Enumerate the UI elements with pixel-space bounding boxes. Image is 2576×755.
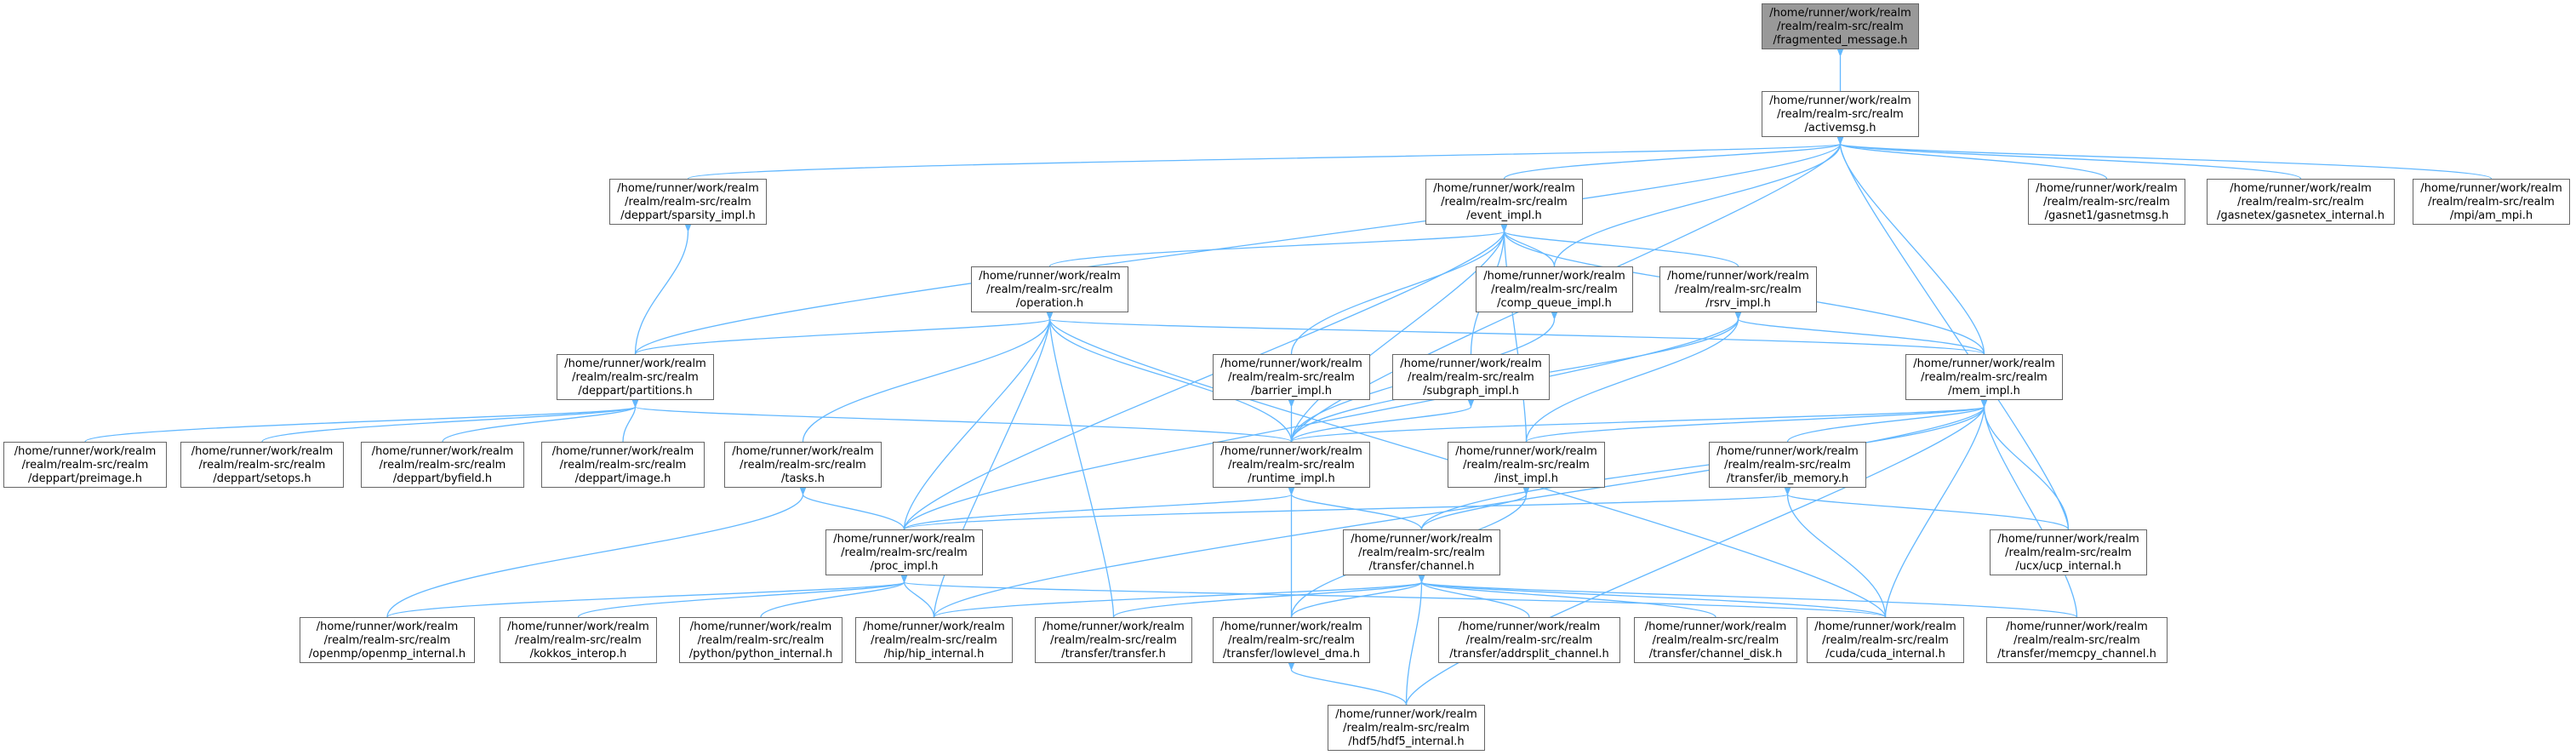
- edge-proc-impl-to-tasks: [799, 486, 905, 530]
- node-preimage[interactable]: /home/runner/work/realm /realm/realm-src…: [3, 442, 167, 488]
- node-barrier-impl[interactable]: /home/runner/work/realm /realm/realm-src…: [1213, 354, 1370, 400]
- node-comp-queue-impl[interactable]: /home/runner/work/realm /realm/realm-src…: [1476, 266, 1633, 312]
- edge-runtime-impl-to-operation: [1046, 311, 1293, 443]
- edge-hip-internal-to-mem-impl: [933, 398, 1988, 618]
- edge-runtime-impl-to-partitions: [631, 398, 1293, 443]
- edge-cuda-internal-to-proc-impl: [900, 574, 1887, 618]
- node-openmp-internal[interactable]: /home/runner/work/realm /realm/realm-src…: [300, 617, 475, 663]
- node-sparsity-impl[interactable]: /home/runner/work/realm /realm/realm-src…: [609, 179, 767, 225]
- node-hip-internal[interactable]: /home/runner/work/realm /realm/realm-src…: [855, 617, 1013, 663]
- edge-comp-queue-impl-to-event-impl: [1500, 223, 1556, 267]
- edge-transfer-to-channel: [1112, 574, 1425, 618]
- edge-mem-impl-to-activemsg: [1836, 135, 1985, 355]
- edge-channel-to-mem-impl: [1420, 398, 1988, 530]
- edge-partitions-to-sparsity-impl: [634, 223, 692, 355]
- node-proc-impl[interactable]: /home/runner/work/realm /realm/realm-src…: [825, 529, 983, 575]
- edge-lowlevel-dma-to-channel: [1290, 574, 1425, 618]
- node-lowlevel-dma[interactable]: /home/runner/work/realm /realm/realm-src…: [1213, 617, 1370, 663]
- node-python-internal[interactable]: /home/runner/work/realm /realm/realm-src…: [679, 617, 842, 663]
- node-channel-disk[interactable]: /home/runner/work/realm /realm/realm-src…: [1634, 617, 1797, 663]
- edge-hdf5-internal-to-mem-impl: [1405, 398, 1988, 706]
- edge-hdf5-internal-to-channel: [1405, 574, 1425, 706]
- node-activemsg[interactable]: /home/runner/work/realm /realm/realm-src…: [1762, 91, 1919, 137]
- edge-openmp-internal-to-proc-impl: [386, 574, 909, 618]
- edge-transfer-to-operation: [1046, 311, 1115, 618]
- edge-runtime-impl-to-mem-impl: [1290, 398, 1989, 443]
- node-partitions[interactable]: /home/runner/work/realm /realm/realm-src…: [557, 354, 714, 400]
- node-tasks[interactable]: /home/runner/work/realm /realm/realm-src…: [724, 442, 882, 488]
- edge-memcpy-channel-to-mem-impl: [1980, 398, 2078, 618]
- node-operation[interactable]: /home/runner/work/realm /realm/realm-src…: [971, 266, 1128, 312]
- edge-hip-internal-to-operation: [933, 311, 1054, 618]
- node-channel[interactable]: /home/runner/work/realm /realm/realm-src…: [1343, 529, 1500, 575]
- edge-rsrv-impl-to-event-impl: [1500, 223, 1739, 267]
- edge-proc-impl-to-runtime-impl: [903, 486, 1296, 530]
- edge-hip-internal-to-proc-impl: [900, 574, 935, 618]
- edge-mem-impl-to-operation: [1045, 311, 1985, 355]
- edge-channel-to-runtime-impl: [1288, 486, 1423, 530]
- edge-kokkos-interop-to-proc-impl: [577, 574, 908, 618]
- edge-channel-to-inst-impl: [1420, 486, 1530, 530]
- node-cuda-internal[interactable]: /home/runner/work/realm /realm/realm-src…: [1807, 617, 1964, 663]
- edge-inst-impl-to-rsrv-impl: [1525, 311, 1742, 443]
- node-setops[interactable]: /home/runner/work/realm /realm/realm-src…: [180, 442, 344, 488]
- edge-preimage-to-partitions: [84, 398, 640, 443]
- edge-image-to-partitions: [622, 398, 639, 443]
- node-addrsplit-channel[interactable]: /home/runner/work/realm /realm/realm-src…: [1438, 617, 1620, 663]
- edge-runtime-impl-to-subgraph-impl: [1290, 398, 1475, 443]
- node-kokkos-interop[interactable]: /home/runner/work/realm /realm/realm-src…: [500, 617, 657, 663]
- edge-gasnetex-internal-to-activemsg: [1836, 135, 2302, 180]
- edge-operation-to-event-impl: [1048, 223, 1509, 267]
- edge-memcpy-channel-to-channel: [1417, 574, 2078, 618]
- edge-channel-disk-to-channel: [1418, 574, 1716, 618]
- edge-sparsity-impl-to-activemsg: [687, 135, 1845, 180]
- edge-ib-memory-to-mem-impl: [1786, 398, 1988, 443]
- edge-ucp-internal-to-ib-memory: [1784, 486, 2070, 530]
- edge-proc-impl-to-event-impl: [903, 223, 1508, 530]
- edge-python-internal-to-proc-impl: [760, 574, 908, 618]
- node-ib-memory[interactable]: /home/runner/work/realm /realm/realm-src…: [1709, 442, 1866, 488]
- edge-ucp-internal-to-mem-impl: [1980, 398, 2070, 530]
- edge-inst-impl-to-event-impl: [1500, 223, 1528, 443]
- edge-byfield-to-partitions: [442, 398, 639, 443]
- node-gasnetex-internal[interactable]: /home/runner/work/realm /realm/realm-src…: [2207, 179, 2395, 225]
- node-rsrv-impl[interactable]: /home/runner/work/realm /realm/realm-src…: [1659, 266, 1817, 312]
- edge-tasks-to-operation: [802, 311, 1054, 443]
- node-ucp-internal[interactable]: /home/runner/work/realm /realm/realm-src…: [1990, 529, 2147, 575]
- node-image[interactable]: /home/runner/work/realm /realm/realm-src…: [541, 442, 705, 488]
- edge-cuda-internal-to-channel: [1417, 574, 1887, 618]
- edge-cuda-internal-to-mem-impl: [1884, 398, 1988, 618]
- node-runtime-impl[interactable]: /home/runner/work/realm /realm/realm-src…: [1213, 442, 1370, 488]
- edge-setops-to-partitions: [261, 398, 640, 443]
- node-transfer[interactable]: /home/runner/work/realm /realm/realm-src…: [1035, 617, 1192, 663]
- edge-hdf5-internal-to-lowlevel-dma: [1288, 661, 1408, 706]
- node-byfield[interactable]: /home/runner/work/realm /realm/realm-src…: [361, 442, 524, 488]
- edge-runtime-impl-to-event-impl: [1290, 223, 1508, 443]
- edge-hip-internal-to-channel: [933, 574, 1426, 618]
- edge-comp-queue-impl-to-activemsg: [1553, 135, 1844, 267]
- node-subgraph-impl[interactable]: /home/runner/work/realm /realm/realm-src…: [1392, 354, 1550, 400]
- edge-mem-impl-to-rsrv-impl: [1734, 311, 1985, 355]
- edge-proc-impl-to-ib-memory: [903, 486, 1792, 530]
- node-hdf5-internal[interactable]: /home/runner/work/realm /realm/realm-src…: [1328, 705, 1485, 751]
- node-event-impl[interactable]: /home/runner/work/realm /realm/realm-src…: [1425, 179, 1583, 225]
- edge-am-mpi-to-activemsg: [1836, 135, 2493, 180]
- edge-inst-impl-to-mem-impl: [1525, 398, 1989, 443]
- edge-openmp-internal-to-tasks: [386, 486, 807, 618]
- node-gasnetmsg[interactable]: /home/runner/work/realm /realm/realm-src…: [2028, 179, 2185, 225]
- node-fragmented-message[interactable]: /home/runner/work/realm /realm/realm-src…: [1762, 3, 1919, 49]
- node-memcpy-channel[interactable]: /home/runner/work/realm /realm/realm-src…: [1986, 617, 2168, 663]
- edge-gasnetmsg-to-activemsg: [1836, 135, 2108, 180]
- edge-barrier-impl-to-event-impl: [1290, 223, 1508, 355]
- edge-partitions-to-activemsg: [634, 135, 1844, 355]
- edge-addrsplit-channel-to-channel: [1418, 574, 1530, 618]
- node-mem-impl[interactable]: /home/runner/work/realm /realm/realm-src…: [1905, 354, 2063, 400]
- node-am-mpi[interactable]: /home/runner/work/realm /realm/realm-src…: [2413, 179, 2570, 225]
- node-inst-impl[interactable]: /home/runner/work/realm /realm/realm-src…: [1448, 442, 1605, 488]
- edge-partitions-to-operation: [634, 311, 1054, 355]
- edge-cuda-internal-to-ib-memory: [1784, 486, 1887, 618]
- edge-event-impl-to-activemsg: [1503, 135, 1844, 180]
- edge-proc-impl-to-rsrv-impl: [903, 311, 1742, 530]
